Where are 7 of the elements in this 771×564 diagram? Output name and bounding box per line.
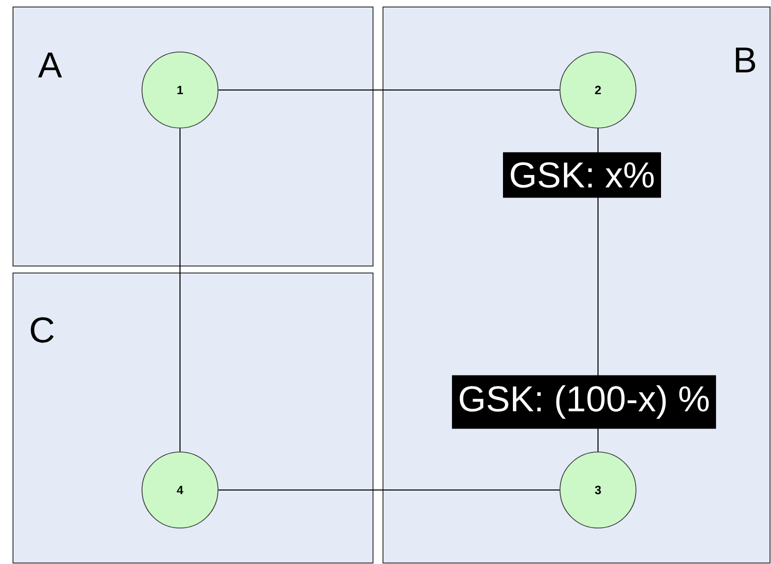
circle-node: 1 [142,52,218,128]
circle-node: 2 [560,52,636,128]
label-box: GSK: (100-x) % [452,375,716,429]
circle-node: 3 [560,452,636,528]
circle-node: 4 [142,452,218,528]
label-box: GSK: x% [502,152,662,198]
connector-line [218,489,560,490]
